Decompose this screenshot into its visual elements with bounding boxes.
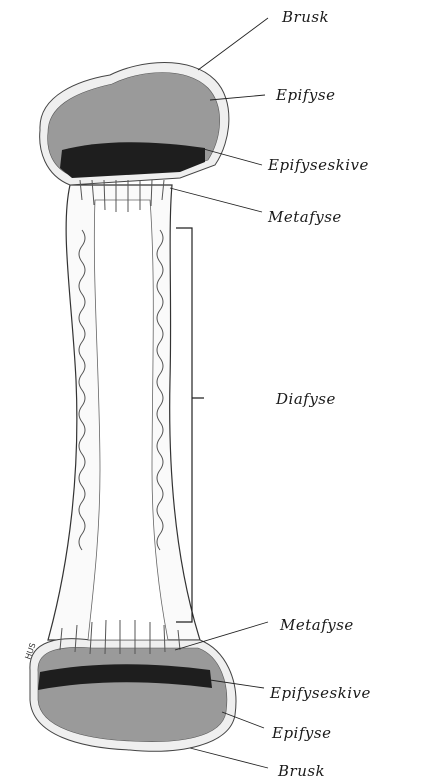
label-brusk-bottom: Brusk: [277, 762, 325, 780]
label-epifyseskive-top: Epifyseskive: [267, 156, 369, 174]
label-epifyse-top: Epifyse: [275, 86, 335, 104]
label-metafyse-bottom: Metafyse: [279, 616, 354, 634]
epiphysis-bottom-spongy: [38, 647, 227, 741]
label-brusk-top: Brusk: [281, 8, 329, 26]
label-epifyse-bottom: Epifyse: [271, 724, 331, 742]
label-diafyse: Diafyse: [275, 390, 336, 408]
leader-brusk-top: [198, 18, 268, 70]
label-metafyse-top: Metafyse: [267, 208, 342, 226]
leader-brusk-bottom: [190, 748, 268, 768]
label-epifyseskive-bottom: Epifyseskive: [269, 684, 371, 702]
leader-metafyse-top: [170, 188, 262, 212]
